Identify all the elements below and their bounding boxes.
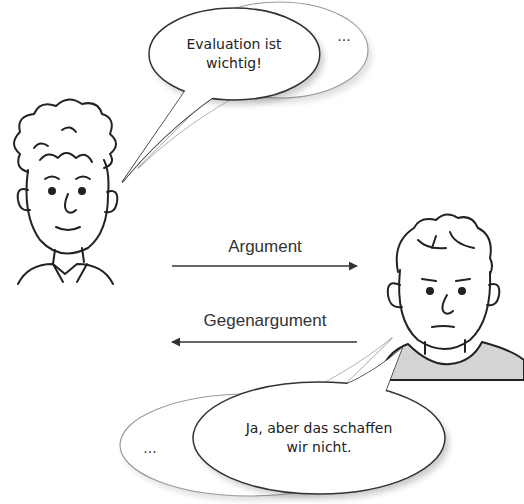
bubble-tail-joint [341,348,402,395]
eye [459,288,465,294]
ellipsis-text: ... [143,439,156,458]
bubble-tail [138,83,246,168]
ear [105,191,117,212]
bubble-tail [341,348,402,395]
bubble-tail-joint [122,88,215,182]
hair [397,214,492,274]
argument-arrow [172,265,357,267]
neck [53,248,84,264]
ear [18,189,30,210]
hair-curls [34,127,92,162]
speech-bubble: Ja, aber das schaffen wir nicht. [191,380,447,496]
nose [65,194,76,213]
speech-bubble: Evaluation ist wichtig! [147,6,322,102]
speech-text: Evaluation ist wichtig! [182,35,286,73]
eye [427,288,433,294]
bubble-outline [191,380,447,496]
eyebrows [422,279,470,281]
ellipsis-text: ... [337,27,350,46]
collar [53,264,87,282]
bubble-body [190,2,368,98]
shirt [18,264,113,284]
arrow-label: Gegenargument [202,311,329,331]
head-outline [27,160,109,253]
eyebrows [45,177,90,180]
ear [388,283,402,307]
curly-hair [14,99,116,172]
nose [442,295,453,314]
bubble-tail-joint [138,83,246,168]
mouth [432,326,454,327]
eye [49,188,55,194]
eye [79,188,85,194]
bubble-body [149,8,320,100]
speech-text: Ja, aber das schaffen wir nicht. [239,419,399,457]
counter-argument-arrow [172,341,357,343]
bubble-body [193,382,445,494]
bubble-tail [122,88,215,182]
arrow-label: Argument [226,237,304,257]
ear [487,284,499,305]
bubble-outline [147,6,322,102]
hair-strands [418,232,474,248]
mouth [56,227,80,230]
speaker-left [14,99,117,284]
head-outline [399,270,490,349]
